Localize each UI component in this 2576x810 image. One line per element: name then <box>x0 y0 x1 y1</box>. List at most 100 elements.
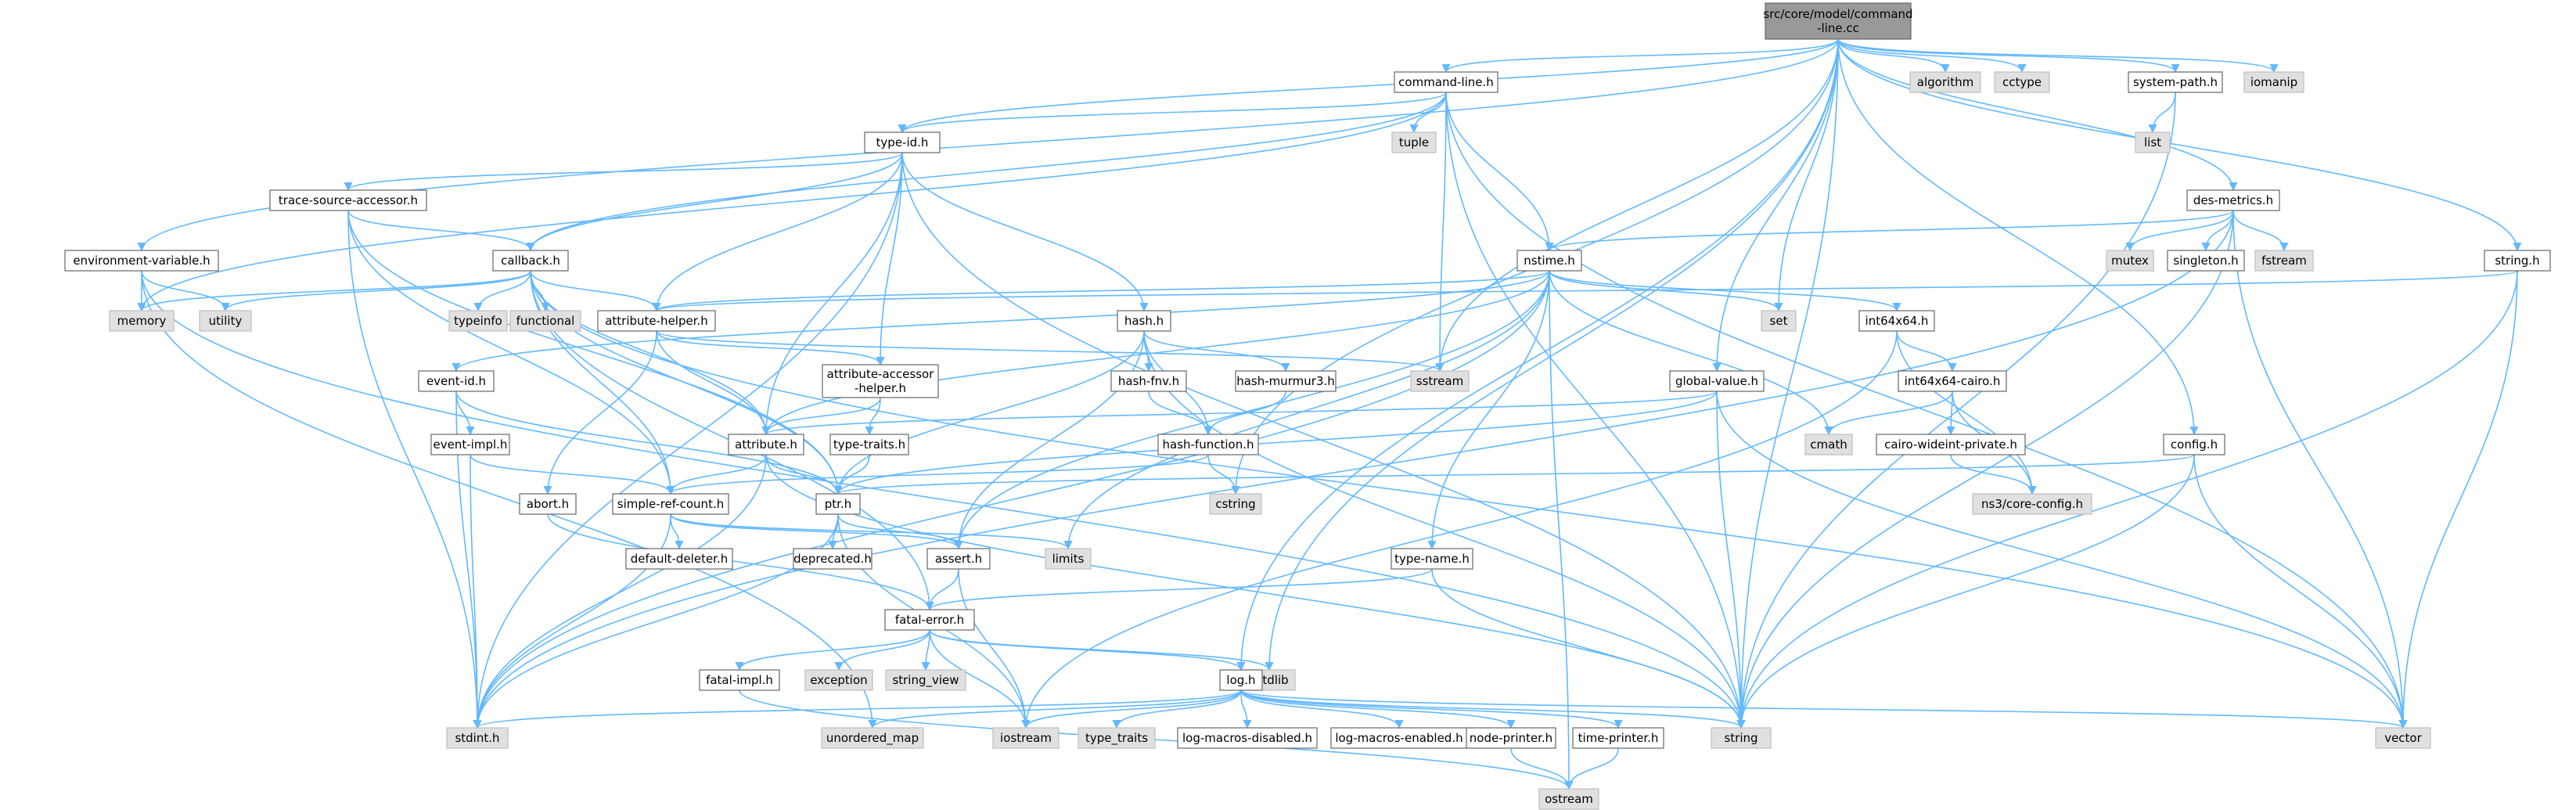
edge-type-name-h-to-string <box>1431 568 1746 729</box>
node-box <box>2135 131 2171 153</box>
node-attribute-h[interactable]: attribute.h <box>728 434 804 455</box>
node-box <box>519 493 577 515</box>
node-label: log-macros-enabled.h <box>1335 731 1462 745</box>
node-environment-variable-h[interactable]: environment-variable.h <box>64 250 219 272</box>
node-box <box>612 493 729 515</box>
node-label: hash-fnv.h <box>1118 374 1179 388</box>
node-des-metrics-h[interactable]: des-metrics.h <box>2186 189 2280 211</box>
node-hash-fnv-h[interactable]: hash-fnv.h <box>1110 370 1187 392</box>
node-node-printer-h[interactable]: node-printer.h <box>1466 727 1556 749</box>
edge-int64x64-h-to-int64x64-cairo-h <box>1896 330 1957 373</box>
node-label: string <box>1724 731 1758 745</box>
edge-des-metrics-h-to-mutex <box>2125 210 2234 252</box>
node-log-macros-enabled-h[interactable]: log-macros-enabled.h <box>1330 727 1468 749</box>
edge-log-h-to-stdint-h <box>473 689 1242 729</box>
edge-root-to-global-value-h <box>1712 38 1839 373</box>
node-box <box>418 370 495 392</box>
edge-root-to-command-line-h <box>1441 38 1839 74</box>
node-log-h[interactable]: log.h <box>1219 669 1263 691</box>
node-box <box>1909 71 1981 93</box>
node-label: ptr.h <box>825 497 851 511</box>
node-label: hash.h <box>1124 314 1164 328</box>
node-attribute-accessor-helper-h[interactable]: attribute-accessor-helper.h <box>822 364 939 398</box>
node-callback-h[interactable]: callback.h <box>492 250 569 272</box>
node-trace-source-accessor-h[interactable]: trace-source-accessor.h <box>269 189 427 211</box>
node-label: log-macros-disabled.h <box>1182 731 1312 745</box>
node-event-id-h[interactable]: event-id.h <box>418 370 495 392</box>
node-hash-h[interactable]: hash.h <box>1117 310 1171 332</box>
node-attribute-helper-h[interactable]: attribute-helper.h <box>597 310 716 332</box>
node-box <box>1858 310 1935 332</box>
node-box <box>448 310 508 332</box>
node-unordered-map: unordered_map <box>821 727 924 749</box>
node-global-value-h[interactable]: global-value.h <box>1669 370 1765 392</box>
node-label: attribute-accessor-helper.h <box>827 367 935 395</box>
node-label: abort.h <box>527 497 569 511</box>
edge-command-line-h-to-memory <box>137 92 1447 312</box>
node-ns3-core-config-h: ns3/core-config.h <box>1972 493 2092 515</box>
node-root[interactable]: src/core/model/command-line.cc <box>1763 2 1913 40</box>
edge-fatal-error-h-to-string-view <box>921 629 930 671</box>
node-nstime-h[interactable]: nstime.h <box>1516 250 1582 272</box>
edge-type-id-h-to-attribute-accessor-helper-h <box>876 152 903 366</box>
node-abort-h[interactable]: abort.h <box>519 493 577 515</box>
edge-callback-h-to-ptr-h <box>530 270 843 495</box>
edge-type-id-h-to-trace-source-accessor-h <box>344 152 903 192</box>
node-box <box>509 310 581 332</box>
node-cstring: cstring <box>1209 493 1262 515</box>
node-box <box>2484 250 2551 272</box>
node-singleton-h[interactable]: singleton.h <box>2167 250 2245 272</box>
edge-trace-source-accessor-h-to-simple-ref-count-h <box>347 210 675 495</box>
edge-command-line-h-to-callback-h <box>526 92 1447 252</box>
node-box <box>199 310 252 332</box>
node-box <box>2243 71 2304 93</box>
node-box <box>1110 370 1187 392</box>
nodes-layer: src/core/model/command-line.cc command-li… <box>64 2 2551 810</box>
node-hash-function-h[interactable]: hash-function.h <box>1157 434 1259 455</box>
edge-command-line-h-to-type-id-h <box>898 92 1447 134</box>
node-box <box>822 364 939 398</box>
node-event-impl-h[interactable]: event-impl.h <box>430 434 510 455</box>
edge-log-h-to-string <box>1240 689 1746 729</box>
node-cairo-wideint-private-h[interactable]: cairo-wideint-private.h <box>1876 434 2026 455</box>
node-cmath: cmath <box>1804 434 1853 455</box>
node-box <box>699 669 780 691</box>
node-int64x64-cairo-h[interactable]: int64x64-cairo.h <box>1898 370 2007 392</box>
edge-nstime-h-to-stdint-h <box>473 270 1550 729</box>
node-fatal-error-h[interactable]: fatal-error.h <box>884 609 975 631</box>
node-box <box>1394 71 1498 93</box>
node-system-path-h[interactable]: system-path.h <box>2128 71 2223 93</box>
node-default-deleter-h[interactable]: default-deleter.h <box>625 548 733 570</box>
node-type-id-h[interactable]: type-id.h <box>864 131 941 153</box>
node-command-line-h[interactable]: command-line.h <box>1394 71 1498 93</box>
node-ptr-h[interactable]: ptr.h <box>815 493 861 515</box>
node-deprecated-h[interactable]: deprecated.h <box>793 548 872 570</box>
edge-callback-h-to-memory <box>137 270 531 312</box>
node-fatal-impl-h[interactable]: fatal-impl.h <box>699 669 780 691</box>
node-time-printer-h[interactable]: time-printer.h <box>1572 727 1664 749</box>
edge-log-h-to-iostream <box>1021 689 1242 729</box>
node-assert-h[interactable]: assert.h <box>926 548 991 570</box>
node-box <box>1219 669 1263 691</box>
node-int64x64-h[interactable]: int64x64.h <box>1858 310 1935 332</box>
node-label: type-traits.h <box>833 437 905 452</box>
node-box <box>1157 434 1259 455</box>
edge-global-value-h-to-string <box>1716 391 1746 729</box>
node-box <box>2106 250 2154 272</box>
node-box <box>885 669 966 691</box>
node-type-traits-h[interactable]: type-traits.h <box>829 434 909 455</box>
node-label: fatal-impl.h <box>706 673 773 687</box>
node-hash-murmur3-h[interactable]: hash-murmur3.h <box>1235 370 1337 392</box>
node-log-macros-disabled-h[interactable]: log-macros-disabled.h <box>1177 727 1318 749</box>
edge-command-line-h-to-nstime-h <box>1445 92 1554 252</box>
edge-int64x64-cairo-h-to-cairo-wideint-private-h <box>1946 391 1955 436</box>
node-config-h[interactable]: config.h <box>2163 434 2225 455</box>
node-box <box>1177 727 1318 749</box>
node-type-name-h[interactable]: type-name.h <box>1391 548 1473 570</box>
node-box <box>109 310 174 332</box>
node-algorithm: algorithm <box>1909 71 1981 93</box>
node-label: algorithm <box>1917 75 1973 89</box>
node-string-h[interactable]: string.h <box>2484 250 2551 272</box>
node-label: log.h <box>1226 673 1255 687</box>
node-simple-ref-count-h[interactable]: simple-ref-count.h <box>612 493 729 515</box>
